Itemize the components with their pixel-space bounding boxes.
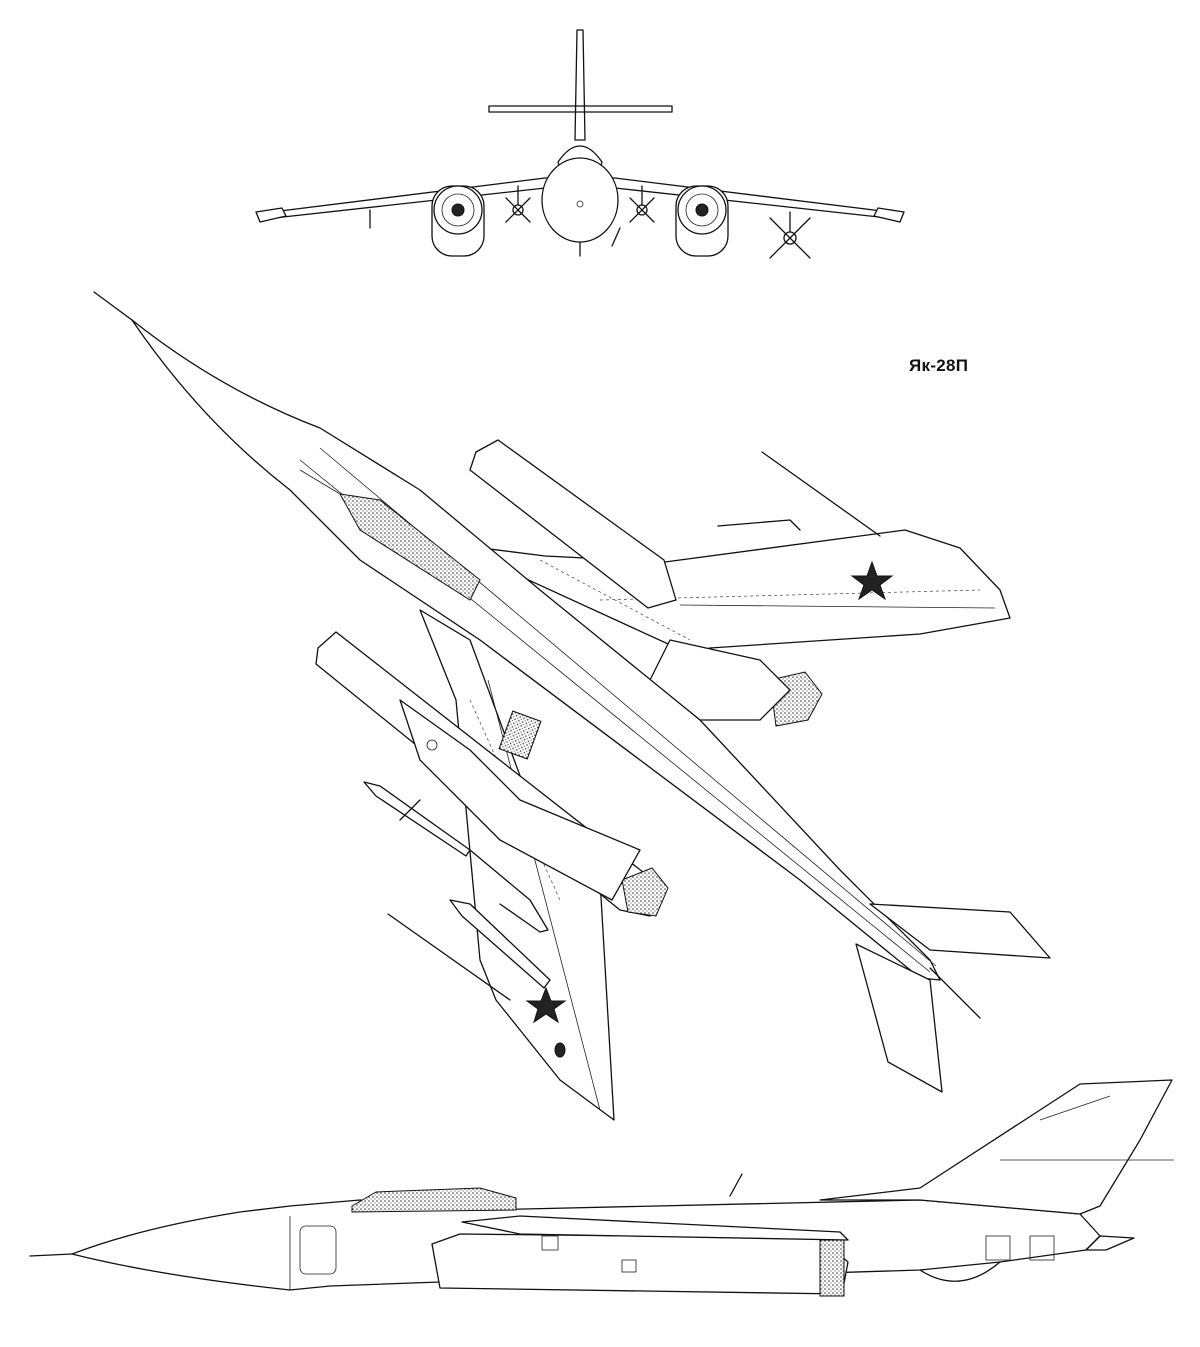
top-missile-left-1	[363, 781, 549, 933]
side-canopy	[351, 1187, 517, 1213]
top-engine-nacelle-right	[469, 439, 677, 609]
top-stabilizer-left	[855, 943, 943, 1093]
side-engine-exhaust	[819, 1239, 845, 1297]
side-antenna	[729, 1173, 743, 1197]
side-missile	[461, 1215, 849, 1241]
front-stabilizer	[488, 105, 673, 113]
front-engine-right	[675, 185, 729, 257]
top-canopy	[339, 493, 481, 601]
top-tail-probe	[929, 967, 981, 1019]
side-engine-nacelle	[431, 1233, 849, 1295]
top-stabilizer-right	[869, 903, 1051, 959]
aircraft-designation-label: Як-28П	[909, 356, 969, 375]
front-wingtip-right	[873, 207, 905, 223]
top-missile-right	[761, 451, 881, 537]
top-engine-exhaust-left	[621, 867, 669, 917]
front-missile-right	[629, 185, 655, 223]
front-fuselage	[541, 157, 619, 243]
top-nose-probe	[93, 291, 133, 321]
front-view	[255, 29, 905, 259]
side-fin	[819, 1079, 1173, 1215]
side-nose-probe	[29, 1253, 73, 1257]
top-red-star-right	[850, 560, 894, 601]
front-missile-left	[505, 185, 531, 223]
top-red-star-left	[525, 986, 567, 1024]
front-engine-left	[431, 185, 485, 257]
top-fuselage	[131, 319, 941, 981]
top-view	[93, 291, 1051, 1121]
front-missile-outer	[769, 211, 811, 259]
side-view	[29, 1079, 1174, 1297]
front-fin	[574, 29, 586, 141]
top-missile-left-2	[387, 899, 551, 1001]
side-tail-cone	[1085, 1235, 1135, 1251]
front-wingtip-left	[255, 207, 287, 223]
